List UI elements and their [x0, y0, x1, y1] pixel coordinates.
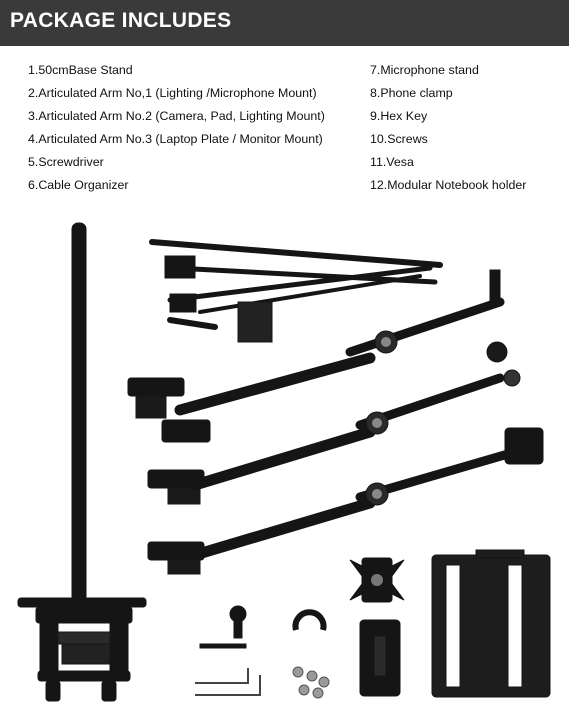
list-item: 8.Phone clamp [370, 86, 453, 100]
page-title: PACKAGE INCLUDES [10, 9, 232, 32]
package-list-right: 7.Microphone stand 8.Phone clamp 9.Hex K… [370, 62, 526, 200]
list-item: 9.Hex Key [370, 109, 428, 123]
product-photo [17, 222, 551, 702]
hex-key-image [195, 668, 261, 696]
list-item: 3.Articulated Arm No.2 (Camera, Pad, Lig… [28, 109, 325, 123]
articulated-arm-3-image [147, 427, 544, 575]
list-item: 4.Articulated Arm No.3 (Laptop Plate / M… [28, 132, 323, 146]
cable-organizer-image [292, 609, 327, 631]
list-item: 2.Articulated Arm No,1 (Lighting /Microp… [28, 86, 317, 100]
list-item: 5.Screwdriver [28, 155, 104, 169]
list-item: 7.Microphone stand [370, 63, 479, 77]
list-item: 6.Cable Organizer [28, 178, 129, 192]
articulated-arm-2-image [147, 341, 521, 505]
microphone-stand-image [149, 239, 443, 343]
package-list-left: 1.50cmBase Stand 2.Articulated Arm No,1 … [28, 62, 325, 200]
screwdriver-image [199, 605, 247, 649]
articulated-arm-1-image [127, 269, 505, 443]
notebook-holder-image [431, 549, 551, 698]
header-bar: PACKAGE INCLUDES [0, 0, 569, 46]
list-item: 1.50cmBase Stand [28, 63, 133, 77]
list-item: 11.Vesa [370, 155, 414, 169]
screws-image [292, 666, 330, 699]
phone-clamp-image [359, 619, 401, 697]
list-item: 10.Screws [370, 132, 428, 146]
base-stand-image [17, 222, 147, 702]
vesa-plate-image [349, 557, 405, 603]
list-item: 12.Modular Notebook holder [370, 178, 527, 192]
